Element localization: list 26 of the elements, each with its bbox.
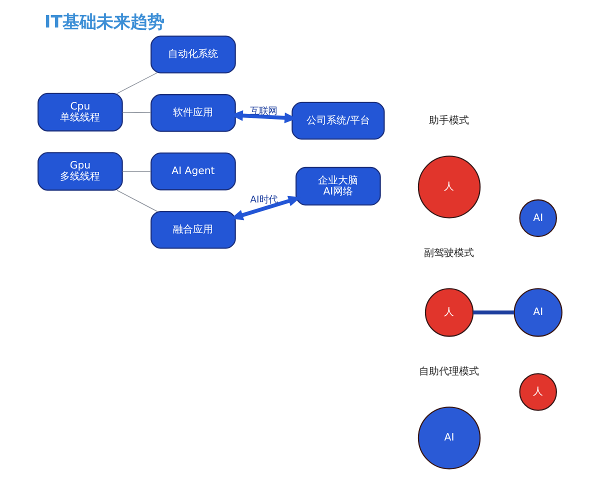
node-box: 公司系统/平台 xyxy=(292,102,385,140)
node-box: 企业大脑 AI网络 xyxy=(296,166,381,206)
node-box: Gpu 多线线程 xyxy=(38,152,123,191)
node-circle: AI xyxy=(418,406,481,470)
edge-label: AI时代 xyxy=(250,194,278,206)
node-circle: 人 xyxy=(519,373,557,411)
node-box: 融合应用 xyxy=(150,210,236,249)
node-box: AI Agent xyxy=(150,152,236,190)
connector xyxy=(116,72,158,94)
node-circle: 人 xyxy=(424,288,474,337)
node-box: 自动化系统 xyxy=(150,36,236,74)
edge-label: 互联网 xyxy=(250,106,278,118)
node-box: Cpu 单线线程 xyxy=(38,92,123,132)
node-circle: AI xyxy=(519,199,557,238)
connector xyxy=(116,190,158,212)
connector xyxy=(122,112,152,114)
connector xyxy=(122,171,152,172)
node-circle: AI xyxy=(514,288,562,337)
node-box: 软件应用 xyxy=(150,94,236,132)
node-circle: 人 xyxy=(418,156,481,218)
label: 副驾驶模式 xyxy=(424,248,474,259)
connector xyxy=(473,310,514,314)
arrow xyxy=(230,196,301,220)
diagram-title: IT基础未来趋势 xyxy=(44,12,164,32)
label: 自助代理模式 xyxy=(419,366,480,378)
label: 助手模式 xyxy=(429,115,470,126)
